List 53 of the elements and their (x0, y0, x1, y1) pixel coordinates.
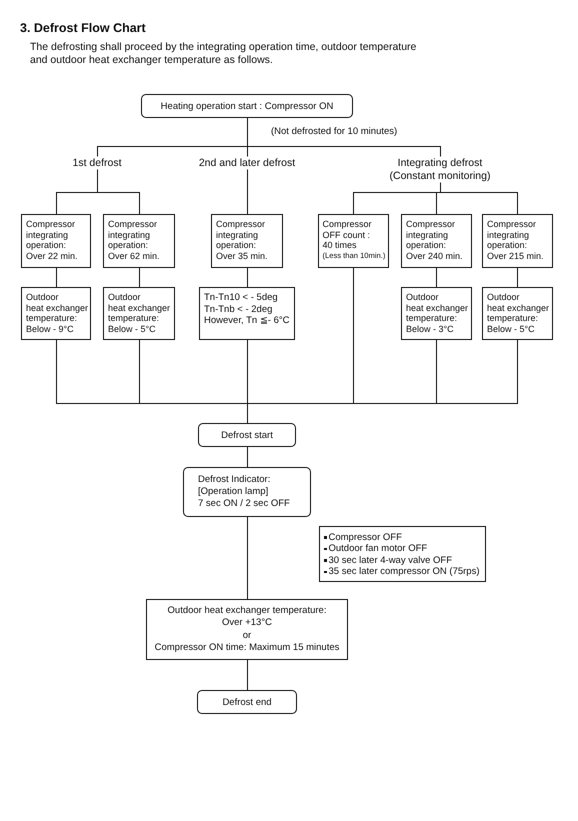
box-text: Defrost start (221, 430, 273, 440)
process-box (146, 599, 348, 660)
box-text: However, Tn ≦- 6°C (204, 315, 290, 326)
connector-line (247, 169, 248, 214)
terminal-box (198, 423, 296, 447)
list-item-text: Outdoor fan motor OFF (328, 543, 428, 555)
connector-line (517, 268, 518, 288)
process-box (103, 214, 175, 268)
edge-label: (Not defrosted for 10 minutes) (270, 126, 398, 137)
page-title: 3. Defrost Flow Chart (20, 21, 146, 36)
connector-line (247, 516, 248, 600)
connector-line (247, 446, 248, 468)
process-box (318, 214, 389, 268)
box-text: Compressor integrating operation: Over 35 min. (216, 219, 268, 262)
list-item-text: Compressor OFF (328, 532, 402, 544)
branch-label: 1st defrost (72, 156, 122, 170)
box-text: or (242, 630, 252, 642)
connector-line (97, 169, 140, 214)
box-text: Outdoor heat exchanger temperature: Below - 9°C (26, 292, 88, 335)
connector-line (436, 268, 437, 288)
box-text: Compressor integrating operation: Over 62 min. (108, 219, 160, 262)
connector-line (247, 660, 248, 690)
terminal-box (141, 94, 353, 118)
box-text: Heating operation start : Compressor ON (160, 100, 334, 112)
list-item-text: 30 sec later 4-way valve OFF (328, 554, 452, 566)
box-text: Compressor integrating operation: Over 215 min. (487, 219, 544, 262)
branch-label: 2nd and later defrost (198, 156, 296, 170)
box-text: Compressor ON time: Maximum 15 minutes (154, 642, 340, 654)
box-text: Tn-Tnb < - 2deg (204, 304, 272, 315)
box-text: Compressor integrating operation: Over 22 min. (26, 219, 78, 262)
terminal-box (183, 467, 311, 517)
connector-line (247, 118, 441, 157)
note-box (319, 526, 486, 582)
process-box (211, 214, 283, 268)
connector-line (139, 268, 140, 288)
terminal-box (197, 690, 297, 714)
process-box (199, 287, 295, 340)
box-text: Defrost Indicator: [Operation lamp] 7 sec ON / 2 sec OFF (198, 474, 290, 510)
intro-text: The defrosting shall proceed by the integrating operation time, outdoor temperature and outdoor heat exchanger temperature as follows. (30, 40, 416, 66)
box-text: Outdoor heat exchanger temperature: Below - 3°C (406, 292, 468, 335)
branch-label: Integrating defrost (Constant monitoring) (390, 156, 490, 182)
process-box (21, 214, 91, 268)
box-text: Outdoor heat exchanger temperature: Below - 5°C (108, 292, 170, 335)
box-text: Compressor integrating operation: Over 240 min. (406, 219, 463, 262)
connector-line (56, 268, 57, 288)
list-item-text: 35 sec later compressor ON (75rps) (328, 566, 480, 578)
box-text: Defrost end (222, 696, 272, 708)
box-text: Tn-Tn10 < - 5deg (204, 292, 278, 304)
process-box (482, 214, 553, 268)
process-box (401, 214, 472, 268)
connector-line (247, 268, 248, 288)
box-text: Outdoor heat exchanger temperature: Below - 5°C (487, 292, 550, 335)
box-text: Compressor OFF count : 40 times (322, 219, 372, 252)
